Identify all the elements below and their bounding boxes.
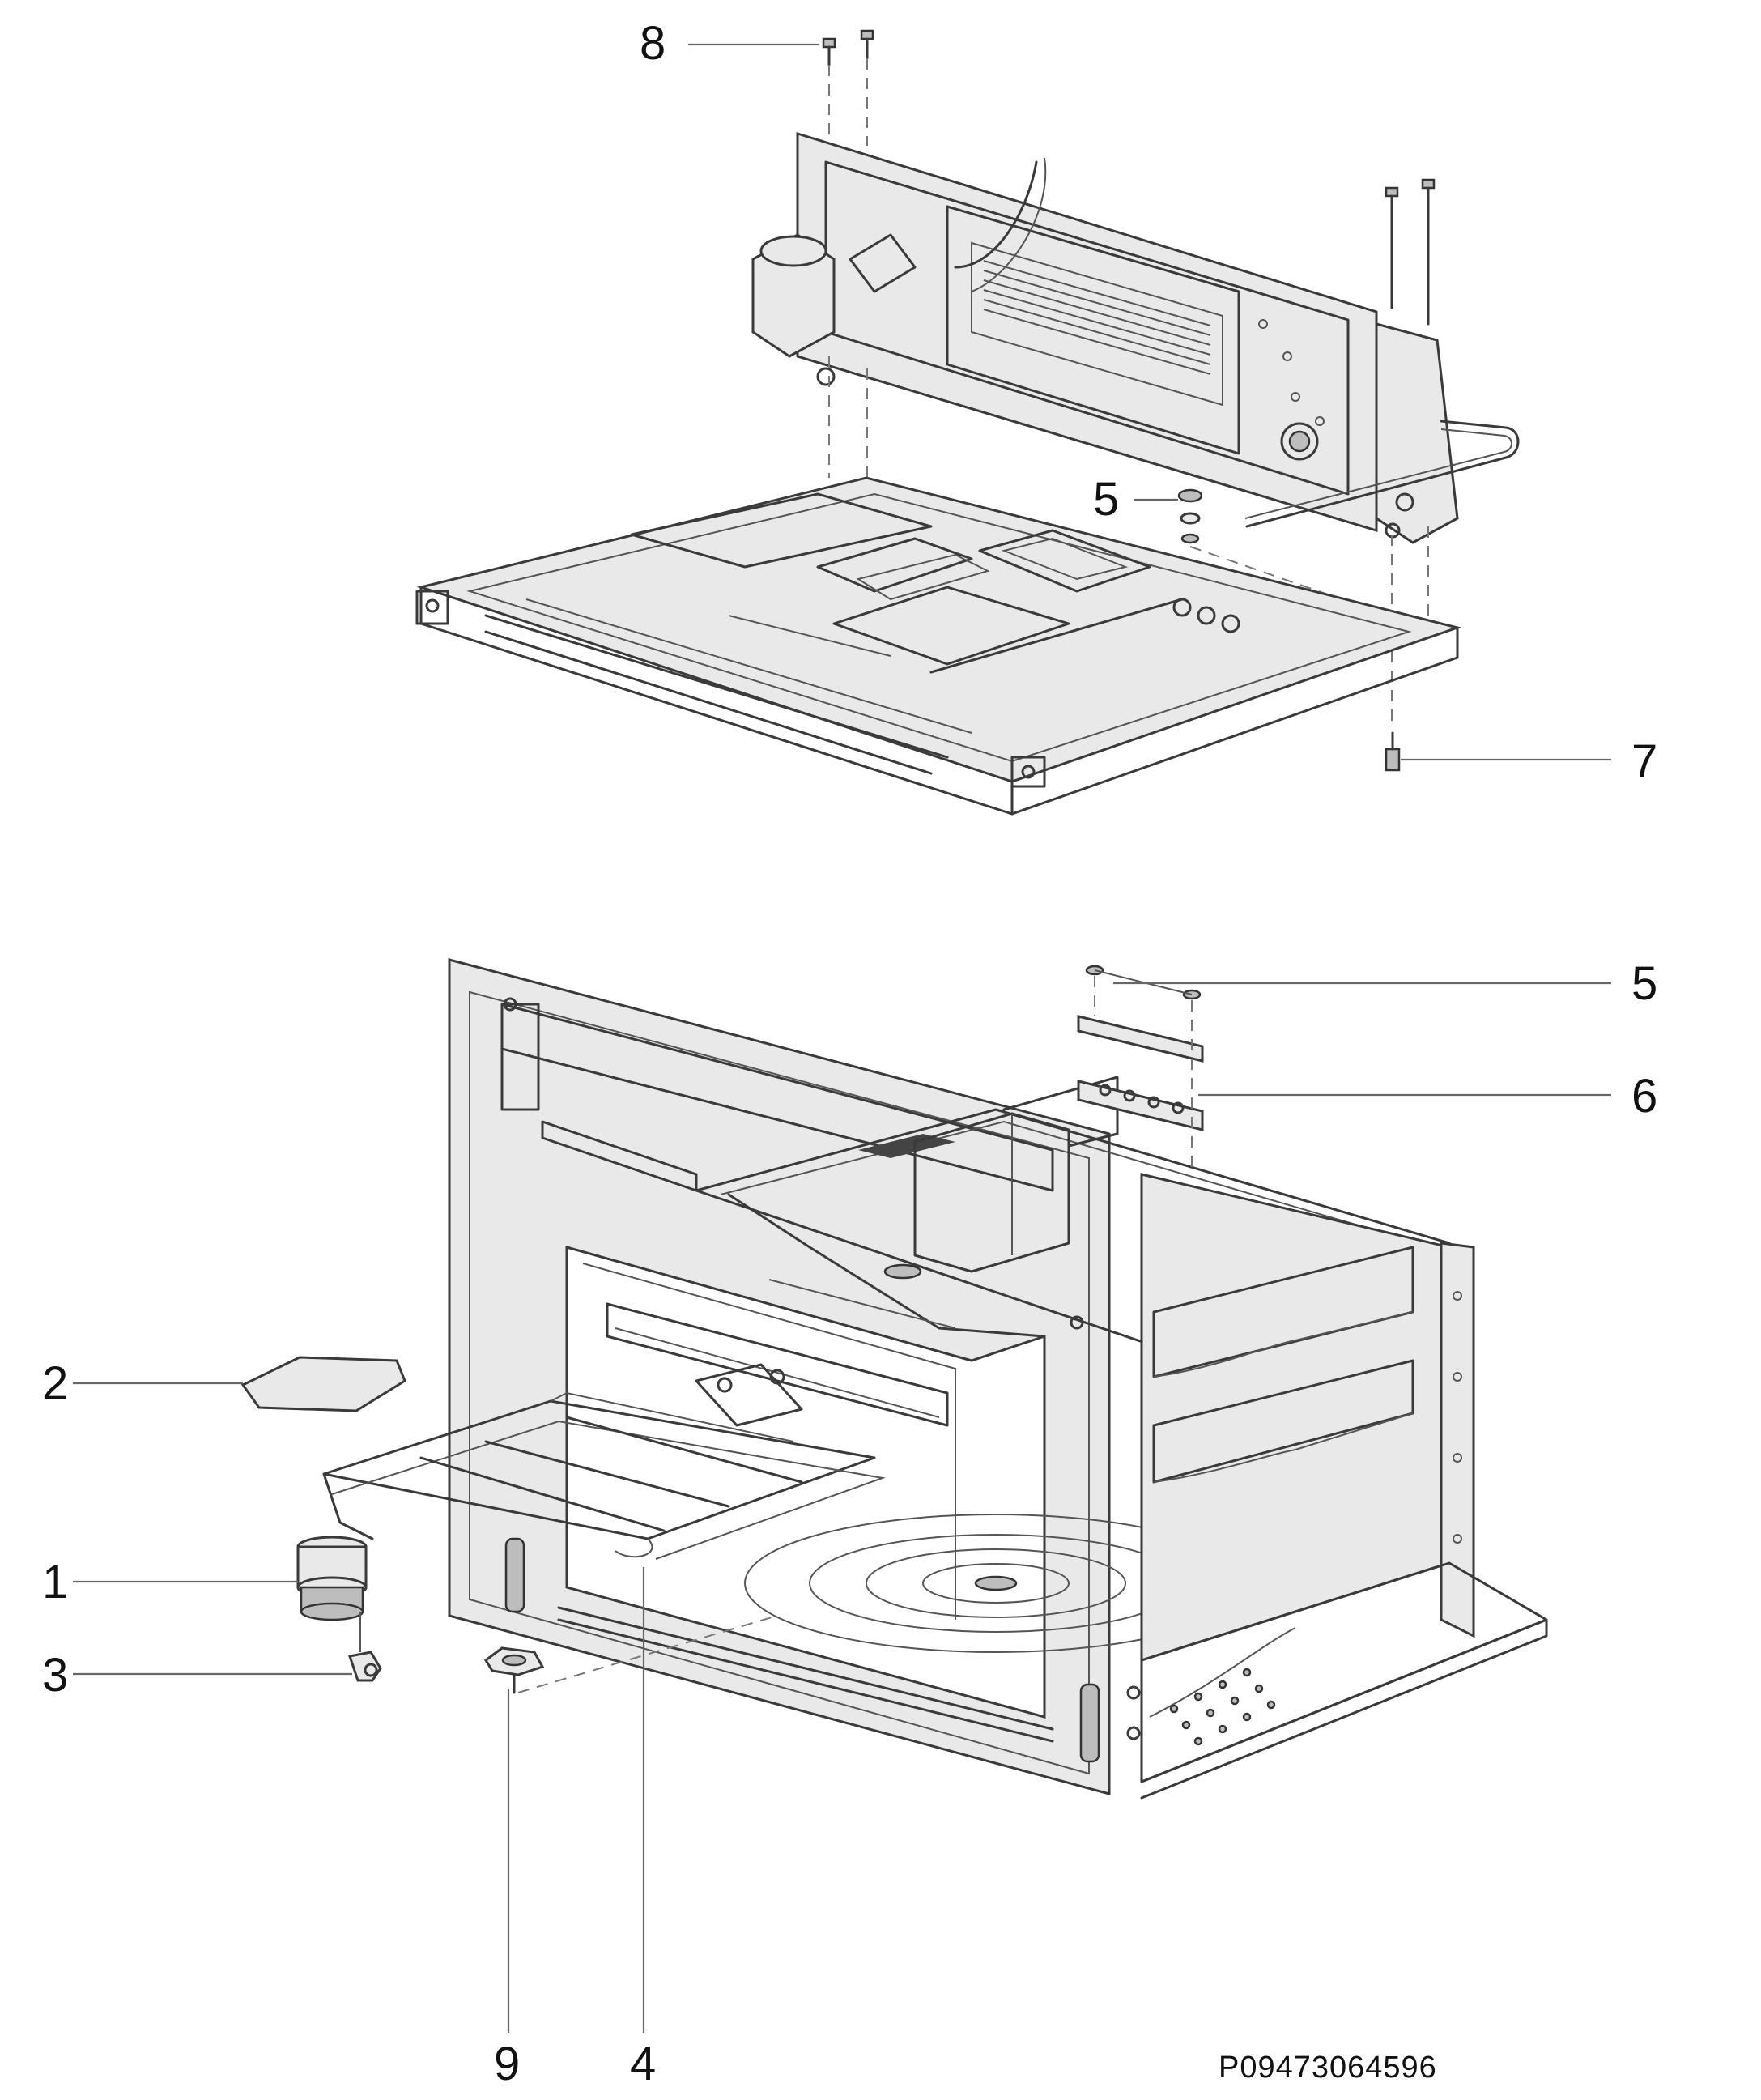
part-code: P09473064596 (1219, 2051, 1437, 2085)
mounting-plates (1077, 965, 1204, 1174)
coupler-9 (484, 1615, 778, 1694)
callout-9: 9 (494, 2038, 521, 2090)
callout-3: 3 (42, 1649, 69, 1702)
side-bracket (1244, 322, 1520, 544)
base-tray (1140, 1561, 1548, 1800)
tray-holes (1169, 1668, 1276, 1746)
callout-2: 2 (42, 1357, 69, 1410)
callout-1: 1 (42, 1556, 69, 1608)
screw-8-left (822, 37, 836, 66)
screw-7 (1385, 731, 1401, 772)
rear-panel (796, 131, 1406, 533)
callout-8: 8 (640, 17, 666, 70)
panel-motor (751, 233, 917, 358)
callout-5-top: 5 (1093, 473, 1120, 526)
screw-bracket-2 (1421, 178, 1436, 326)
callout-4: 4 (630, 2038, 657, 2090)
screw-bracket-1 (1385, 186, 1399, 309)
callout-6: 6 (1631, 1070, 1658, 1122)
screw-8-right (860, 29, 874, 60)
nut-5-top (1177, 488, 1203, 544)
clip-3 (348, 1651, 382, 1682)
casing-right-side (1140, 1173, 1475, 1663)
top-assembly (415, 29, 1611, 816)
callout-5-right: 5 (1631, 957, 1658, 1010)
panel-vent-slots (983, 260, 1211, 375)
callout-7: 7 (1631, 735, 1658, 788)
base-plate (415, 476, 1462, 816)
grill-element-4 (322, 1363, 886, 1560)
thermostat-1 (296, 1536, 368, 1652)
bottom-assembly (73, 958, 1611, 2033)
mica-pad-2 (240, 1356, 406, 1412)
